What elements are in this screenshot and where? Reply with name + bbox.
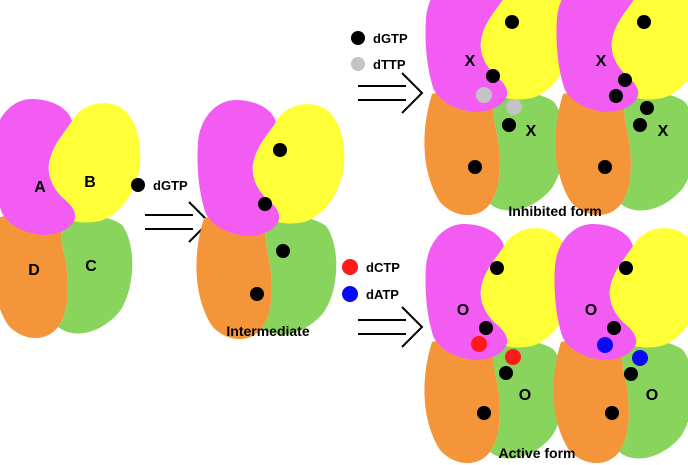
site-mark-o: O	[519, 387, 531, 404]
ligand-bound	[258, 197, 272, 211]
ligand-bound	[607, 321, 621, 335]
enzyme-active-2	[553, 224, 688, 464]
ligand-bound	[640, 101, 654, 115]
ligand-bound	[276, 244, 290, 258]
ligand-bound	[632, 350, 648, 366]
ligand-bound	[490, 261, 504, 275]
ligand-dot-dgtp	[131, 178, 145, 192]
ligand-bound	[477, 406, 491, 420]
state-label-active: Active form	[498, 445, 575, 461]
ligand-bound	[479, 321, 493, 335]
site-mark-o: O	[646, 387, 658, 404]
ligand-dot-dttp	[351, 57, 365, 71]
enzyme-active-1	[424, 224, 573, 464]
ligand-label-dgtp: dGTP	[373, 31, 408, 46]
enzyme-intermediate	[196, 100, 345, 340]
ligand-dot-datp	[342, 286, 358, 302]
ligand-bound	[273, 143, 287, 157]
ligand-label-dgtp: dGTP	[153, 178, 188, 193]
ligand-bound	[505, 349, 521, 365]
state-label-intermediate: Intermediate	[226, 323, 309, 339]
ligand-bound	[506, 99, 522, 115]
ligand-bound	[471, 336, 487, 352]
ligand-bound	[468, 160, 482, 174]
ligand-bound	[502, 118, 516, 132]
ligand-bound	[624, 367, 638, 381]
ligand-bound	[633, 118, 647, 132]
arrow-step1	[144, 201, 210, 243]
state-label-inhibited: Inhibited form	[508, 203, 601, 219]
subunit-label-b: B	[84, 174, 96, 191]
enzyme-inhibited-1	[424, 0, 573, 216]
site-mark-x: X	[465, 53, 476, 70]
ligand-bound	[597, 337, 613, 353]
enzyme-free	[0, 99, 141, 339]
subunit-label-a: A	[34, 179, 46, 196]
ligand-bound	[505, 15, 519, 29]
ligand-bound	[499, 366, 513, 380]
ligand-bound	[609, 89, 623, 103]
arrow-inhibited	[357, 72, 423, 114]
ligand-label-datp: dATP	[366, 287, 399, 302]
arrow-active	[357, 306, 423, 348]
ligand-label-dctp: dCTP	[366, 260, 400, 275]
ligand-bound	[598, 160, 612, 174]
ligand-bound	[618, 73, 632, 87]
ligand-bound	[605, 406, 619, 420]
ligand-bound	[619, 261, 633, 275]
site-mark-x: X	[658, 123, 669, 140]
subunit-label-d: D	[28, 262, 40, 279]
ligand-label-dttp: dTTP	[373, 57, 406, 72]
enzyme-inhibited-2	[555, 0, 688, 216]
site-mark-o: O	[585, 302, 597, 319]
site-mark-x: X	[596, 53, 607, 70]
ligand-dot-dgtp	[351, 31, 365, 45]
ligand-bound	[250, 287, 264, 301]
ligand-dot-dctp	[342, 259, 358, 275]
ligand-bound	[637, 15, 651, 29]
site-mark-o: O	[457, 302, 469, 319]
enzyme-shape	[0, 99, 141, 339]
ligand-bound	[476, 87, 492, 103]
subunit-label-c: C	[85, 258, 97, 275]
ligand-bound	[486, 69, 500, 83]
site-mark-x: X	[526, 123, 537, 140]
